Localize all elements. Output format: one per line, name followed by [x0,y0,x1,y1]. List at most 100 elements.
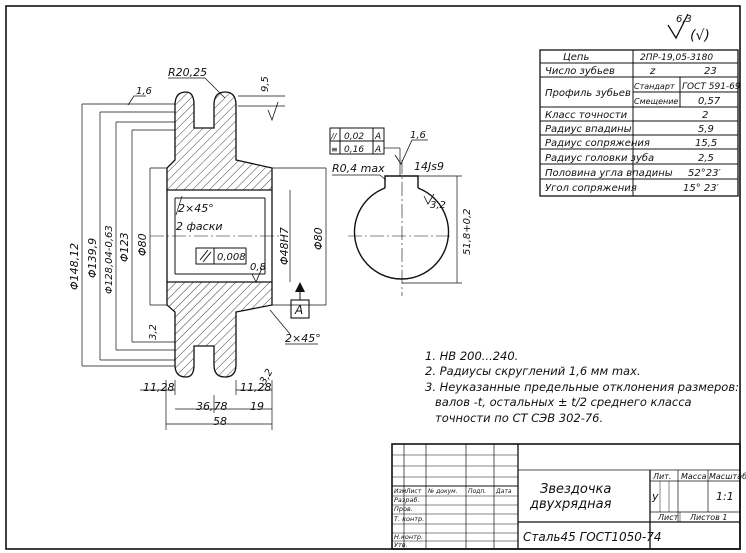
roughness-suffix: (√) [690,28,710,44]
row-value: 52°23′ [688,168,721,179]
chamfer-top: 2×45° [178,202,214,215]
row-label: Цепь [563,52,589,63]
top-dim: 9,5 [260,76,271,92]
dim-1128-right: 11,28 [240,381,272,394]
roughness-mark-icon [423,193,435,205]
row-sub: Стандарт [634,82,675,91]
roughness-mark-icon [251,267,263,283]
tb-scale-head: Масштаб [709,472,746,481]
hub-roughness: 1,6 [410,130,426,141]
hub-roughness-32: 3,2 [430,200,446,211]
dim-19: 19 [250,400,264,413]
tb-role: Утв. [394,541,408,549]
dia-128: Φ128,04-0,63 [104,225,115,294]
tb-role: Разраб. [394,496,420,504]
material: Сталь45 ГОСТ1050-74 [523,530,662,544]
tol-datum: A [374,132,381,142]
params-table: Цепь 2ПР-19,05-3180 Число зубьев z 23 Пр… [539,49,741,197]
dim-58: 58 [213,415,227,428]
tol-value: 0,16 [344,145,364,155]
roughness-symbol: 6,3 (√) [667,13,710,44]
tb-head-list: Лист [405,488,422,495]
tb-lit-value: у [651,490,659,503]
row-label: Число зубьев [545,65,615,77]
row-label: Радиус впадины [545,124,632,135]
tol-symbol: // [330,132,338,141]
datum-a: A [290,282,310,319]
row-value: 0,57 [698,96,721,107]
row-label: Угол сопряжения [545,183,637,194]
tb-mass: Масса [681,472,707,481]
tb-sheet: Лист [657,513,679,522]
row-label: Половина угла впадины [545,168,673,179]
note-line: 2. Радиусы скруглений 1,6 мм max. [425,364,641,378]
row-value: 2 [702,110,708,121]
diameter-dimensions [81,103,327,430]
tb-head-sign: Подп. [468,488,486,495]
row-value: 23 [704,66,717,77]
tb-lit: Лит. [652,472,671,481]
note-line: 1. HB 200...240. [425,349,518,363]
roughness-32: 3,2 [148,324,159,340]
tb-role: Пров. [394,505,413,513]
row-label: Профиль зубьев [545,87,631,99]
sheet-frame [5,5,741,550]
tb-sheets: Листов 1 [689,513,728,522]
row-label: Радиус головки зуба [545,152,654,164]
tol-datum: A [374,145,381,155]
dia-80-right: Φ80 [312,227,325,250]
tb-head-izm: Изм [394,488,407,495]
roughness-mark-icon [394,139,428,165]
key-width: 14Js9 [414,160,444,173]
dia-123: Φ123 [118,232,131,262]
roughness-label: 1,6 [136,86,152,97]
row-value: 2ПР-19,05-3180 [640,53,713,63]
tb-role: Т. контр. [394,515,424,523]
radius-label: R20,25 [168,66,207,79]
row-value: 2,5 [698,153,714,164]
runout-value: 0,008 [217,252,246,263]
roughness-value: 6,3 [676,14,692,25]
roughness-08: 0,8 [250,262,266,273]
tb-role: Н.контр. [394,533,423,541]
row-label: Радиус сопряжения [545,138,650,149]
row-value: 15,5 [695,138,717,149]
dia-139: Φ139,9 [86,238,99,278]
runout-icon [199,249,212,263]
row-label: Класс точности [545,110,628,121]
dia-48: Φ48H7 [278,227,291,265]
datum-letter: A [294,303,303,317]
tol-value: 0,02 [344,132,364,142]
note-line: точности по СТ СЭВ 302-76. [435,411,603,425]
note-line: валов -t, остальных ± t/2 среднего класс… [435,395,692,409]
dim-1128-left: 11,28 [143,381,175,394]
roughness-mark-icon [127,95,146,106]
tb-scale-value: 1:1 [716,490,734,503]
runout-frame: 0,008 [195,247,247,265]
chamfer-bottom: 2×45° [285,332,321,345]
tb-head-doc: № докум. [427,488,458,495]
part-name-line2: двухрядная [529,497,612,512]
note-line: 3. Неуказанные предельные отклонения раз… [425,380,739,394]
row-value: 15° 23′ [683,183,720,194]
dia-80-left: Φ80 [136,233,149,256]
row-value: ГОСТ 591-69 [682,82,741,92]
tb-head-date: Дата [495,488,512,495]
dim-3678: 36,78 [196,400,228,413]
r-max: R0,4 max [332,162,385,175]
notes: 1. HB 200...240. 2. Радиусы скруглений 1… [425,349,739,425]
title-block [391,443,741,550]
dia-148: Φ148,12 [68,243,81,290]
roughness-mark-icon [267,101,279,122]
tol-symbol: ≡ [331,145,338,154]
row-sub: z [649,66,656,77]
part-name-line1: Звездочка [540,482,611,497]
hub-depth: 51,8+0,2 [462,208,473,255]
roughness-32-bottom: 3,2 [258,367,275,386]
sprocket-section [150,91,285,378]
row-value: 5,9 [698,124,714,135]
row-sub: Смещение [634,97,678,106]
hub-view [348,160,462,296]
